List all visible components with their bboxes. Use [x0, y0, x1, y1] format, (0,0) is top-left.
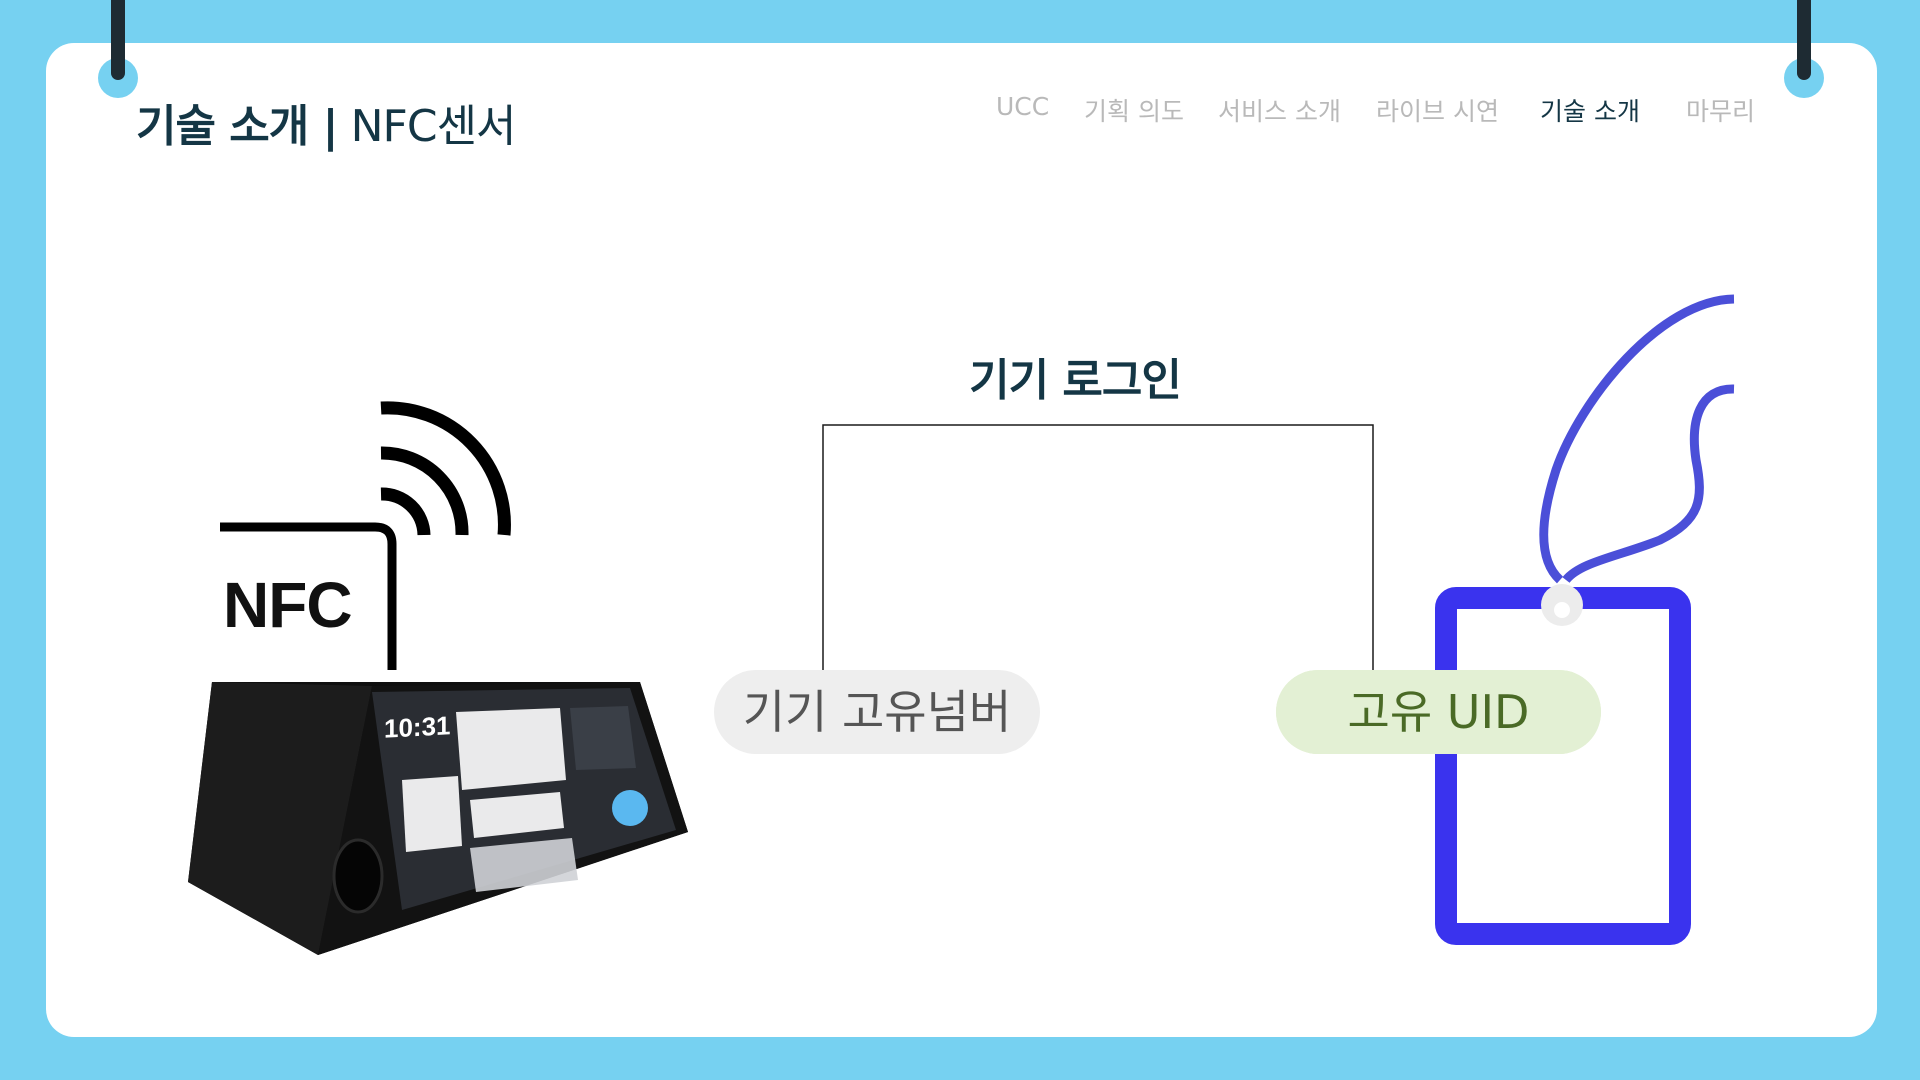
diagram-title: 기기 로그인: [969, 355, 1182, 406]
top-nav: UCC 기획 의도 서비스 소개 라이브 시연 기술 소개 마무리: [0, 92, 1920, 132]
left-hanger-rod: [111, 0, 125, 80]
nav-item-ucc[interactable]: UCC: [996, 92, 1050, 121]
right-hanger-rod-top: [1797, 0, 1811, 80]
nav-item-closing[interactable]: 마무리: [1686, 97, 1756, 126]
nav-item-service[interactable]: 서비스 소개: [1218, 97, 1341, 126]
page-title-section: 기술 소개 |: [136, 101, 339, 152]
device-number-pill: 기기 고유넘버: [714, 670, 1040, 754]
page-title-topic: NFC센서: [337, 101, 517, 152]
nav-item-tech[interactable]: 기술 소개: [1540, 97, 1640, 126]
unique-uid-pill-overlay: 고유 UID: [1276, 670, 1601, 754]
nfc-label: NFC: [223, 569, 353, 641]
nav-item-live-demo[interactable]: 라이브 시연: [1376, 97, 1499, 126]
page-title: 기술 소개 | NFC센서: [136, 90, 517, 154]
nav-item-planning[interactable]: 기획 의도: [1084, 97, 1184, 126]
